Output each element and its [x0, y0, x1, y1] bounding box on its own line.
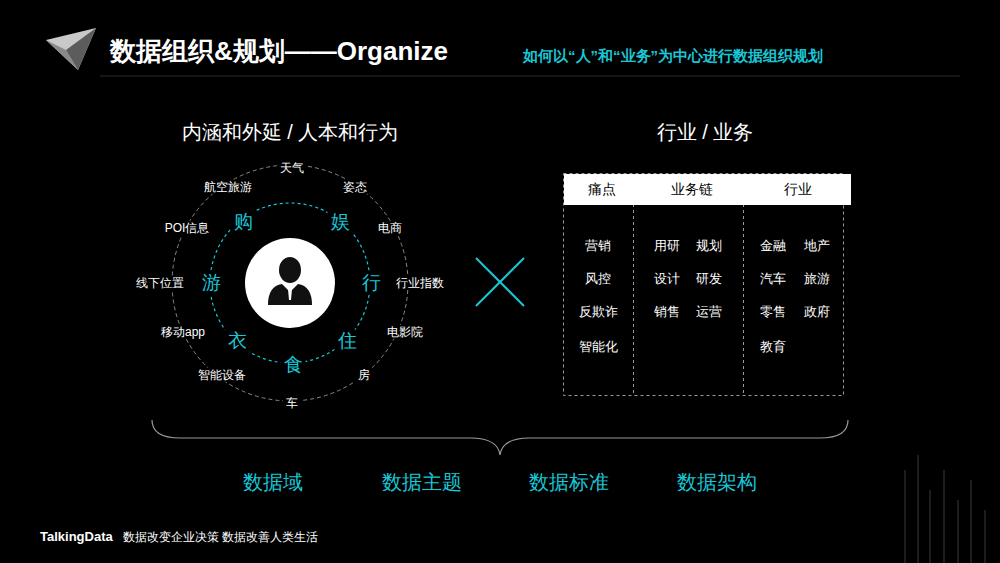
ring-label: 智能设备 [195, 368, 249, 382]
table-cell: 设计 [654, 271, 680, 287]
data-dimension: 数据域 [243, 470, 303, 494]
data-dimension: 数据标准 [529, 470, 609, 494]
tagline: 数据改变企业决策 数据改善人类生活 [123, 530, 318, 544]
table-cell: 规划 [696, 238, 722, 254]
section-heading: 行业 / 业务 [657, 120, 754, 144]
brace [152, 420, 848, 455]
subtitle: 如何以“人”和“业务”为中心进行数据组织规划 [523, 47, 823, 65]
ring-category: 娱 [328, 211, 353, 234]
data-dimension: 数据主题 [382, 470, 462, 494]
table-cell: 地产 [804, 238, 830, 254]
table-cell: 金融 [760, 238, 786, 254]
table-cell: 风控 [585, 271, 611, 287]
table-cell: 教育 [760, 339, 786, 355]
ring-category: 衣 [225, 330, 250, 353]
table-cell: 销售 [654, 304, 680, 320]
ring-category: 购 [231, 211, 256, 234]
column-header: 业务链 [634, 174, 750, 205]
table-cell: 零售 [760, 304, 786, 320]
ring-label: 姿态 [340, 180, 370, 194]
table-cell: 智能化 [579, 339, 618, 355]
inner-ring [210, 203, 370, 363]
data-dimension: 数据架构 [677, 470, 757, 494]
ring-label: 线下位置 [133, 276, 187, 290]
table-cell: 汽车 [760, 271, 786, 287]
table-cell: 用研 [654, 238, 680, 254]
ring-label: 行业指数 [393, 276, 447, 290]
slide-title: 数据组织&规划——Organize [110, 36, 448, 67]
title-rule [100, 76, 960, 77]
section-heading: 内涵和外延 / 人本和行为 [182, 120, 399, 144]
table-cell: 政府 [804, 304, 830, 320]
logo-icon [46, 28, 96, 70]
table-column: 痛点 [564, 174, 640, 395]
table-cell: 营销 [585, 238, 611, 254]
column-header: 痛点 [564, 174, 640, 205]
ring-category: 游 [199, 272, 224, 295]
ring-category: 食 [281, 354, 306, 377]
ring-label: 电商 [375, 221, 405, 235]
multiply-cross [476, 258, 524, 306]
table-grid [564, 174, 844, 396]
ring-category: 住 [335, 330, 360, 353]
person-circle [245, 238, 335, 328]
decor-lines [905, 455, 985, 563]
ring-label: POI信息 [162, 221, 213, 235]
table-column: 业务链 [634, 174, 750, 395]
ring-label: 车 [283, 396, 301, 410]
column-header: 行业 [744, 174, 851, 205]
ring-label: 航空旅游 [201, 180, 255, 194]
table-cell: 反欺诈 [579, 304, 618, 320]
ring-label: 天气 [277, 161, 307, 175]
table-cell: 研发 [696, 271, 722, 287]
ring-label: 房 [355, 368, 373, 382]
table-column: 行业 [744, 174, 851, 395]
ring-label: 电影院 [384, 325, 426, 339]
ring-category: 行 [359, 272, 384, 295]
table-cell: 旅游 [804, 271, 830, 287]
brand-name: TalkingData [40, 529, 113, 545]
outer-ring [172, 165, 408, 401]
person-icon [268, 257, 312, 305]
table-cell: 运营 [696, 304, 722, 320]
ring-label: 移动app [158, 325, 208, 339]
